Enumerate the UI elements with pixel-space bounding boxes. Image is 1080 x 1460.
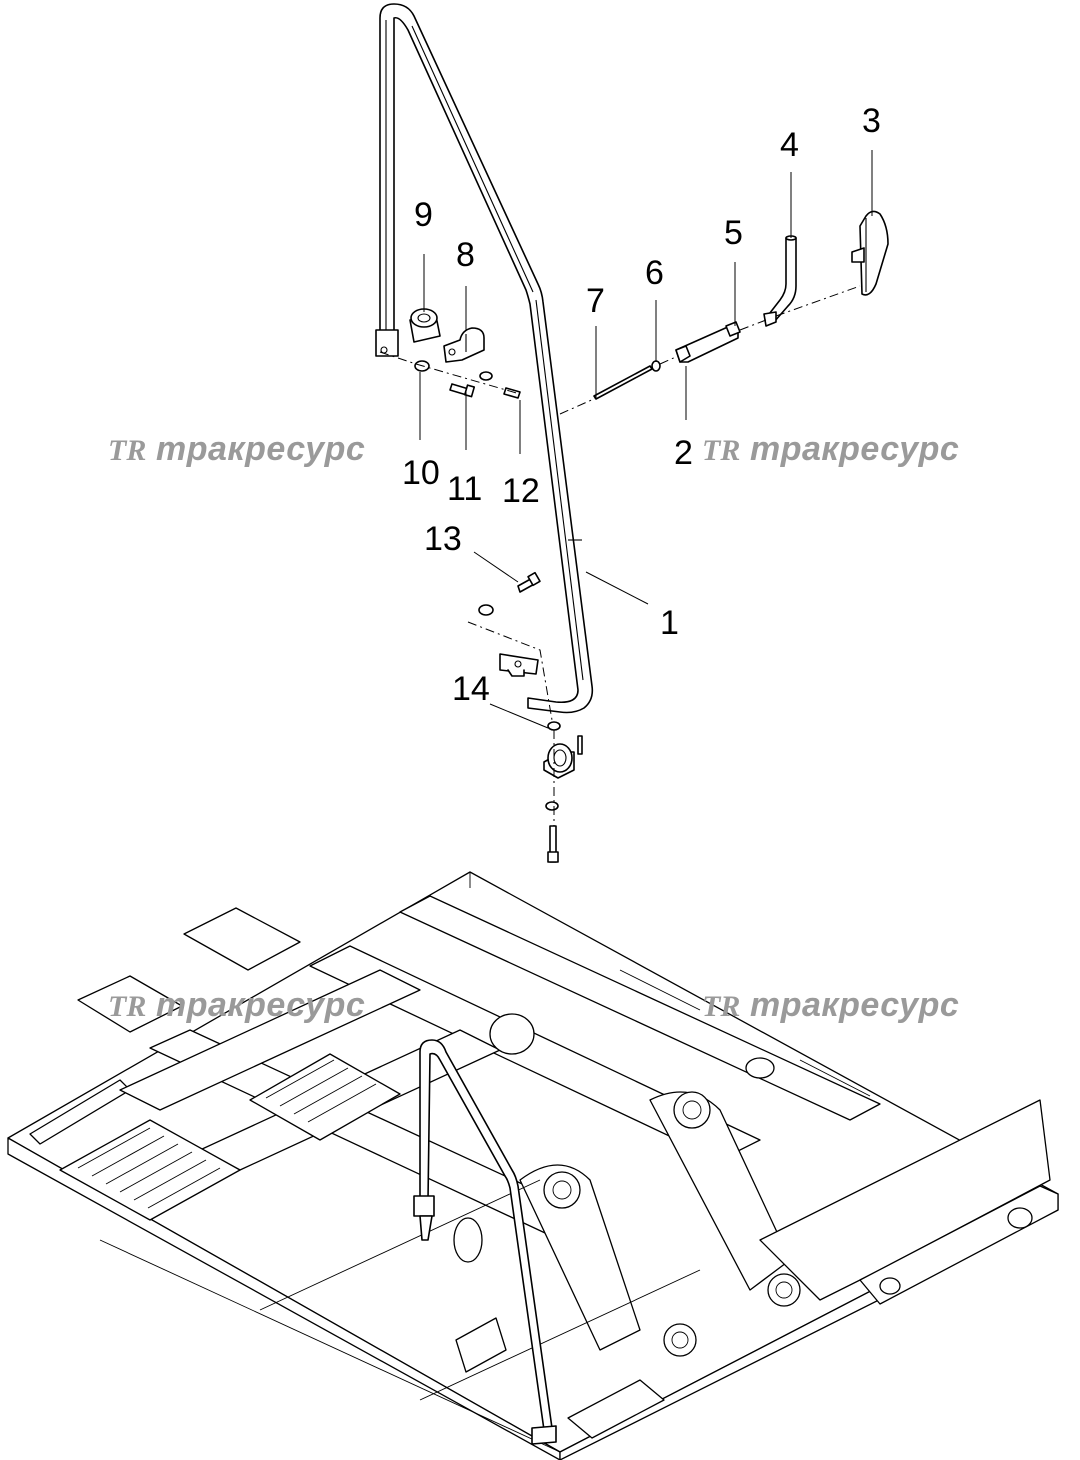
callout-14: 14 [452, 670, 490, 708]
callout-6: 6 [645, 254, 664, 292]
callout-10: 10 [402, 454, 440, 492]
washer [545, 801, 559, 811]
leader-lines [419, 150, 873, 729]
watermark-text: тракресурс [156, 986, 365, 1024]
watermark: TR тракресурс [108, 986, 365, 1024]
watermark-text: тракресурс [750, 430, 959, 468]
callout-8: 8 [456, 236, 475, 274]
grating-center [249, 1053, 401, 1141]
step-plate [567, 1379, 665, 1439]
long-pin [593, 365, 653, 400]
watermark-text: тракресурс [156, 430, 365, 468]
callout-9: 9 [414, 196, 433, 234]
watermark: TR тракресурс [108, 430, 365, 468]
saddle-bracket [443, 327, 485, 363]
handrail-tube [375, 3, 594, 714]
mirror-stay [763, 235, 797, 327]
watermark-logo: TR [108, 434, 146, 467]
clamp-bracket [543, 735, 583, 779]
bolt [449, 383, 476, 398]
callout-12: 12 [502, 472, 540, 510]
upper-frame [7, 871, 1059, 1460]
snap-ring [651, 360, 661, 372]
callout-3: 3 [862, 102, 881, 140]
washer [479, 371, 493, 381]
callout-13: 13 [424, 520, 462, 558]
installed-handrail [413, 1039, 557, 1445]
watermark-text: тракресурс [750, 986, 959, 1024]
hinge-link [675, 321, 741, 363]
callout-1: 1 [660, 604, 679, 642]
callout-5: 5 [724, 214, 743, 252]
callout-7: 7 [586, 282, 605, 320]
bolt [547, 825, 559, 863]
watermark-logo: TR [702, 434, 740, 467]
callout-2: 2 [674, 434, 693, 472]
watermark: TR тракресурс [702, 986, 959, 1024]
watermark-logo: TR [108, 990, 146, 1023]
bolt [517, 571, 541, 593]
watermark: TR тракресурс [702, 430, 959, 468]
watermark-logo: TR [702, 990, 740, 1023]
washer [478, 604, 494, 616]
nut [547, 721, 561, 731]
clamp-block [409, 308, 441, 343]
mirror [851, 210, 889, 296]
bolt [503, 387, 521, 399]
callout-11: 11 [447, 470, 482, 508]
callouts: 1 2 3 4 5 6 7 8 9 10 11 12 13 14 [402, 102, 881, 708]
grating-left [59, 1119, 241, 1221]
callout-4: 4 [780, 126, 799, 164]
handrail-assembly [375, 3, 889, 863]
